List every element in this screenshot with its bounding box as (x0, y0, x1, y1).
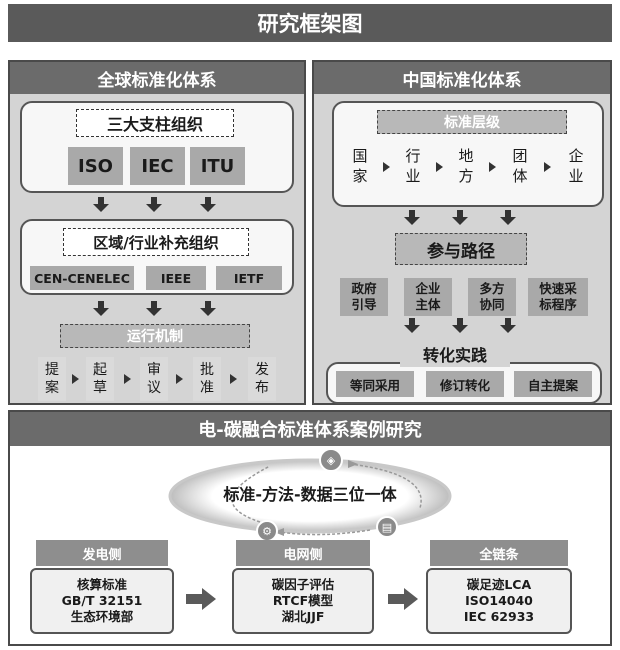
column-line: ISO14040 (465, 593, 533, 608)
arrow-down-icon (404, 318, 420, 333)
step-approve: 批 准 (193, 357, 221, 401)
practice-equivalent: 等同采用 (336, 371, 414, 397)
column-line: 碳足迹LCA (466, 577, 532, 592)
step-review: 审 议 (140, 357, 168, 401)
arrow-right-icon (436, 162, 443, 172)
arrow-right-icon (72, 374, 79, 384)
step-propose: 提 案 (38, 357, 66, 401)
column-head-grid: 电网侧 (236, 540, 370, 566)
level-enterprise: 企 业 (568, 147, 584, 185)
level-national: 国 家 (352, 147, 368, 185)
column-line: 碳因子评估 (271, 577, 335, 592)
arrow-down-icon (146, 197, 162, 212)
column-body-grid: 碳因子评估 RTCF模型 湖北JJF (232, 568, 374, 634)
arrow-down-icon (200, 301, 216, 316)
practice-revised: 修订转化 (426, 371, 504, 397)
arrow-down-icon (93, 197, 109, 212)
path-government: 政府 引导 (340, 278, 388, 316)
level-group: 团 体 (512, 147, 528, 185)
column-head-generation: 发电侧 (36, 540, 168, 566)
path-multiparty: 多方 协同 (468, 278, 516, 316)
org-ieee: IEEE (146, 266, 206, 290)
step-publish: 发 布 (248, 357, 276, 401)
pillars-title: 三大支柱组织 (76, 109, 234, 137)
arrow-down-icon (200, 197, 216, 212)
column-line: GB/T 32151 (61, 593, 143, 608)
arrow-down-icon (404, 210, 420, 225)
arrow-down-icon (93, 301, 109, 316)
column-body-chain: 碳足迹LCA ISO14040 IEC 62933 (426, 568, 572, 634)
column-line: 核算标准 (76, 577, 127, 592)
arrow-down-icon (452, 318, 468, 333)
levels-title: 标准层级 (377, 110, 567, 134)
arrow-right-icon (124, 374, 131, 384)
cube-icon: ◈ (319, 448, 343, 472)
path-enterprise: 企业 主体 (404, 278, 452, 316)
arrow-right-icon (176, 374, 183, 384)
china-heading: 中国标准化体系 (314, 62, 610, 94)
org-iec: IEC (130, 147, 185, 185)
arrow-right-icon (186, 588, 216, 610)
arrow-right-icon (544, 162, 551, 172)
ring-label: 标准-方法-数据三位一体 (223, 485, 397, 504)
column-head-chain: 全链条 (430, 540, 568, 566)
arrow-right-icon (383, 162, 390, 172)
org-cen-cenelec: CEN-CENELEC (30, 266, 134, 290)
regional-title: 区域/行业补充组织 (63, 228, 249, 256)
step-draft: 起 草 (86, 357, 114, 401)
ring-diagram (168, 458, 452, 536)
page-title: 研究框架图 (8, 4, 612, 42)
paths-title: 参与路径 (395, 233, 527, 265)
practice-title: 转化实践 (400, 341, 510, 367)
level-industry: 行 业 (405, 147, 421, 185)
column-line: 生态环境部 (70, 609, 134, 624)
arrow-right-icon (489, 162, 496, 172)
arrow-down-icon (452, 210, 468, 225)
org-iso: ISO (68, 147, 123, 185)
org-ietf: IETF (216, 266, 282, 290)
document-icon: ▤ (376, 516, 398, 538)
gear-icon: ⚙ (256, 520, 278, 542)
org-itu: ITU (190, 147, 245, 185)
arrow-down-icon (500, 318, 516, 333)
column-body-generation: 核算标准 GB/T 32151 生态环境部 (30, 568, 174, 634)
column-line: RTCF模型 (272, 593, 334, 608)
arrow-down-icon (146, 301, 162, 316)
arrow-right-icon (230, 374, 237, 384)
path-fast-adoption: 快速采 标程序 (528, 278, 588, 316)
case-heading: 电-碳融合标准体系案例研究 (10, 412, 610, 446)
level-local: 地 方 (458, 147, 474, 185)
global-heading: 全球标准化体系 (10, 62, 304, 94)
practice-proposal: 自主提案 (514, 371, 592, 397)
column-line: 湖北JJF (281, 609, 325, 624)
mechanism-title: 运行机制 (60, 324, 250, 348)
arrow-right-icon (388, 588, 418, 610)
column-line: IEC 62933 (463, 609, 535, 624)
arrow-down-icon (500, 210, 516, 225)
